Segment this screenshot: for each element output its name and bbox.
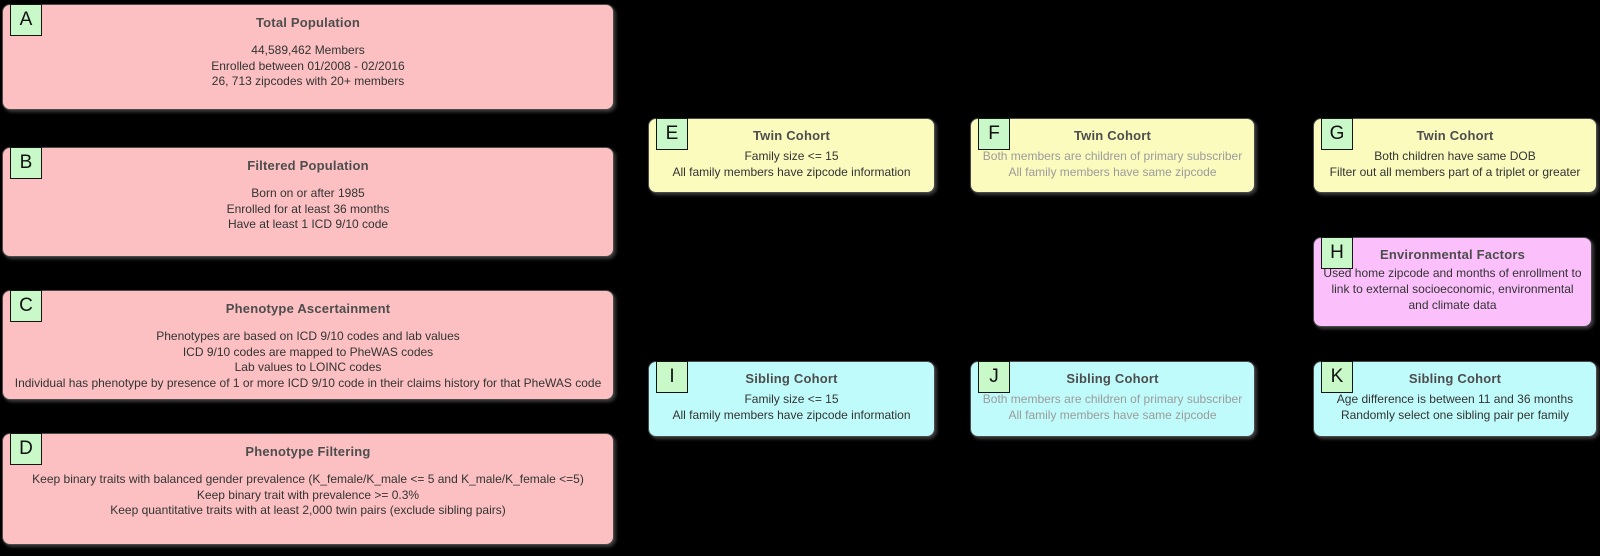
node-phenotype-filtering: D Phenotype Filtering Keep binary traits… [2,433,614,545]
node-badge: K [1321,361,1353,393]
node-badge: A [10,4,42,36]
node-body: 44,589,462 Members Enrolled between 01/2… [3,43,613,90]
node-title: Phenotype Ascertainment [225,301,391,316]
node-badge: C [10,290,42,322]
node-line: All family members have zipcode informat… [672,165,911,179]
node-line: Have at least 1 ICD 9/10 code [227,217,389,231]
node-line: Keep quantitative traits with at least 2… [110,503,506,517]
node-title: Twin Cohort [752,128,831,143]
node-line: Family size <= 15 [744,149,839,163]
node-line: Keep binary traits with balanced gender … [32,472,584,486]
node-line: Randomly select one sibling pair per fam… [1340,408,1570,422]
node-line: Family size <= 15 [744,392,839,406]
node-line: All family members have same zipcode [1008,165,1217,179]
node-line: Both members are children of primary sub… [982,149,1243,163]
node-line: Used home zipcode and months of enrollme… [1323,266,1582,312]
node-badge: F [978,118,1010,150]
node-line: ICD 9/10 codes are mapped to PheWAS code… [182,344,434,359]
node-badge: J [978,361,1010,393]
node-title: Filtered Population [247,158,369,173]
node-twin-cohort-f: F Twin Cohort Both members are children … [970,118,1255,193]
node-line: Born on or after 1985 [251,186,365,200]
node-body: Both children have same DOB Filter out a… [1314,148,1596,180]
node-title: Twin Cohort [1073,128,1152,143]
node-filtered-population: B Filtered Population Born on or after 1… [2,147,614,257]
node-body: Born on or after 1985 Enrolled for at le… [3,186,613,233]
node-sibling-cohort-k: K Sibling Cohort Age difference is betwe… [1313,361,1597,437]
node-body: Phenotypes are based on ICD 9/10 codes a… [3,329,613,391]
node-title: Total Population [255,15,361,30]
node-twin-cohort-e: E Twin Cohort Family size <= 15 All fami… [648,118,935,193]
node-line: Phenotypes are based on ICD 9/10 codes a… [156,329,460,343]
node-badge: E [656,118,688,150]
node-sibling-cohort-j: J Sibling Cohort Both members are childr… [970,361,1255,437]
node-twin-cohort-g: G Twin Cohort Both children have same DO… [1313,118,1597,193]
node-line: Lab values to LOINC codes [234,360,382,374]
node-body: Age difference is between 11 and 36 mont… [1314,391,1596,423]
node-line: Enrolled between 01/2008 - 02/2016 [211,58,405,73]
node-body: Both members are children of primary sub… [971,148,1254,180]
node-body: Family size <= 15 All family members hav… [649,391,934,423]
node-title: Sibling Cohort [1408,371,1502,386]
node-sibling-cohort-i: I Sibling Cohort Family size <= 15 All f… [648,361,935,437]
node-line: All family members have same zipcode [1008,408,1217,422]
node-title: Phenotype Filtering [245,444,371,459]
node-line: Keep binary trait with prevalence >= 0.3… [196,487,420,502]
node-badge: B [10,147,42,179]
node-line: Both members are children of primary sub… [982,392,1243,406]
node-title: Sibling Cohort [745,371,838,386]
node-line: Enrolled for at least 36 months [226,201,390,216]
node-body: Used home zipcode and months of enrollme… [1314,265,1591,313]
node-body: Both members are children of primary sub… [971,391,1254,423]
node-line: Age difference is between 11 and 36 mont… [1336,392,1574,406]
node-body: Keep binary traits with balanced gender … [3,472,613,519]
node-phenotype-ascertainment: C Phenotype Ascertainment Phenotypes are… [2,290,614,400]
node-line: 26, 713 zipcodes with 20+ members [211,74,405,88]
node-body: Family size <= 15 All family members hav… [649,148,934,180]
node-badge: D [10,433,42,465]
node-badge: H [1321,237,1353,269]
node-line: 44,589,462 Members [251,43,365,57]
node-line: All family members have zipcode informat… [672,408,911,422]
node-title: Sibling Cohort [1066,371,1159,386]
node-badge: G [1321,118,1353,150]
node-title: Twin Cohort [1416,128,1494,143]
node-line: Individual has phenotype by presence of … [14,375,602,390]
node-title: Environmental Factors [1379,247,1526,262]
node-badge: I [656,361,688,393]
node-line: Both children have same DOB [1374,149,1536,163]
node-total-population: A Total Population 44,589,462 Members En… [2,4,614,110]
node-line: Filter out all members part of a triplet… [1329,165,1581,179]
node-environmental-factors: H Environmental Factors Used home zipcod… [1313,237,1592,327]
